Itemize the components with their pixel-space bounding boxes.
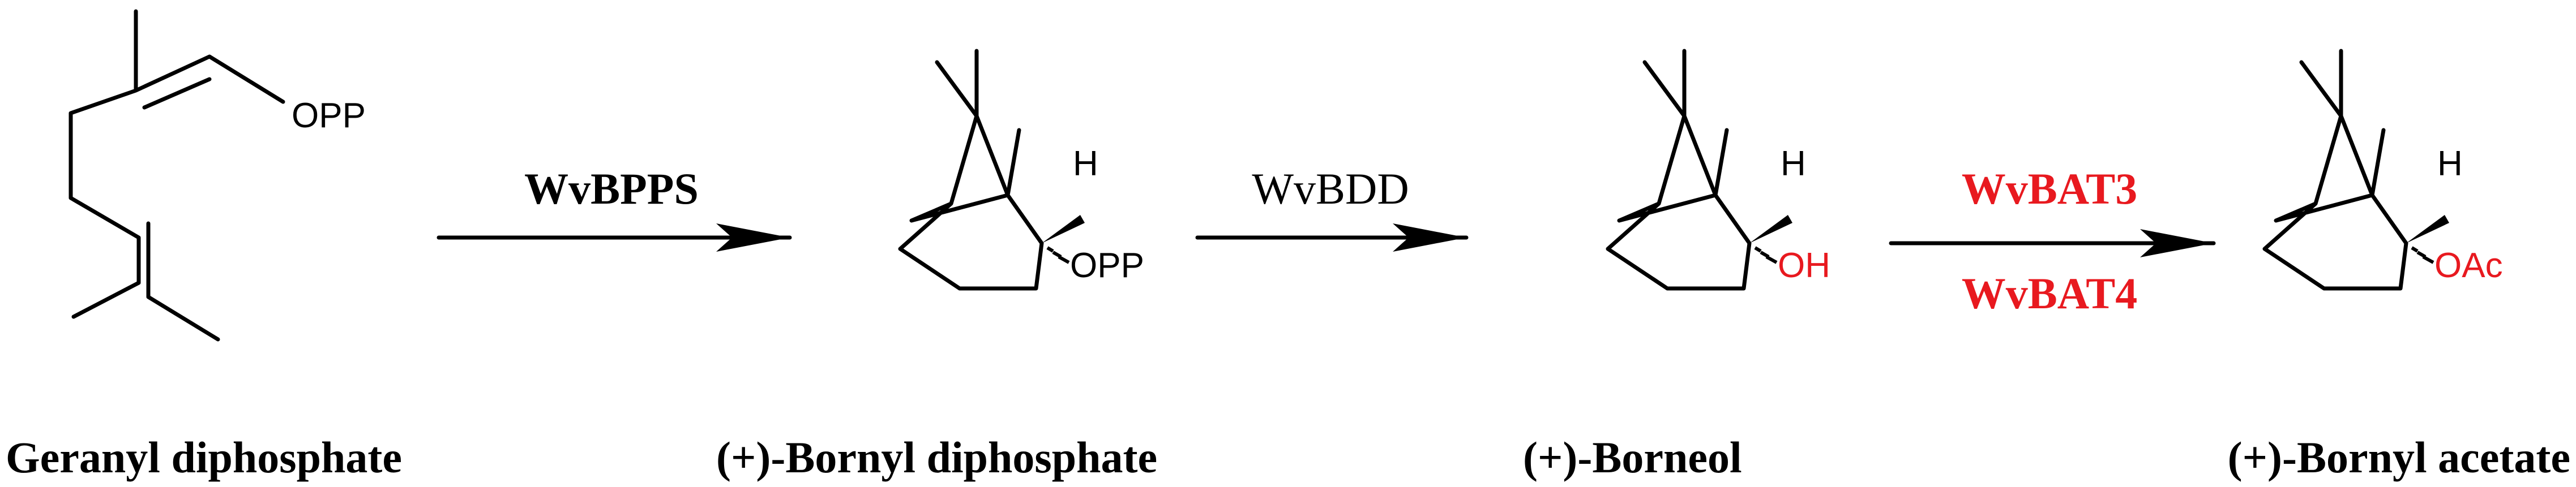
enzyme-label-wvbat3: WvBAT3 xyxy=(1962,164,2138,213)
compound-3-label: OH xyxy=(1778,246,1830,285)
compound-name-geranyl-diphosphate: Geranyl diphosphate xyxy=(6,433,402,482)
bornyl-diphosphate-structure: H OPP xyxy=(898,49,1144,291)
borneol-structure: H OH xyxy=(1606,49,1830,291)
compound-2-label: OPP xyxy=(1070,246,1144,285)
stereo-h-2: H xyxy=(1073,144,1098,183)
enzyme-label-wvbpps: WvBPPS xyxy=(524,164,699,213)
enzyme-label-wvbat4: WvBAT4 xyxy=(1962,269,2138,318)
step-2: WvBDD xyxy=(1195,164,1469,252)
geranyl-diphosphate-structure: OPP xyxy=(69,9,366,342)
compound-4-label: OAc xyxy=(2434,246,2503,285)
compound-1-label: OPP xyxy=(292,96,366,135)
step-1: WvBPPS xyxy=(437,164,792,252)
enzyme-label-wvbdd: WvBDD xyxy=(1252,164,1409,213)
compound-name-borneol: (+)-Borneol xyxy=(1523,433,1742,482)
bornyl-acetate-structure: H OAc xyxy=(2262,49,2503,291)
step-3: WvBAT3 WvBAT4 xyxy=(1889,164,2216,318)
stereo-h-3: H xyxy=(1781,144,1806,183)
compound-name-bornyl-diphosphate: (+)-Bornyl diphosphate xyxy=(716,433,1157,482)
compound-name-bornyl-acetate: (+)-Bornyl acetate xyxy=(2228,433,2570,482)
stereo-h-4: H xyxy=(2437,144,2463,183)
